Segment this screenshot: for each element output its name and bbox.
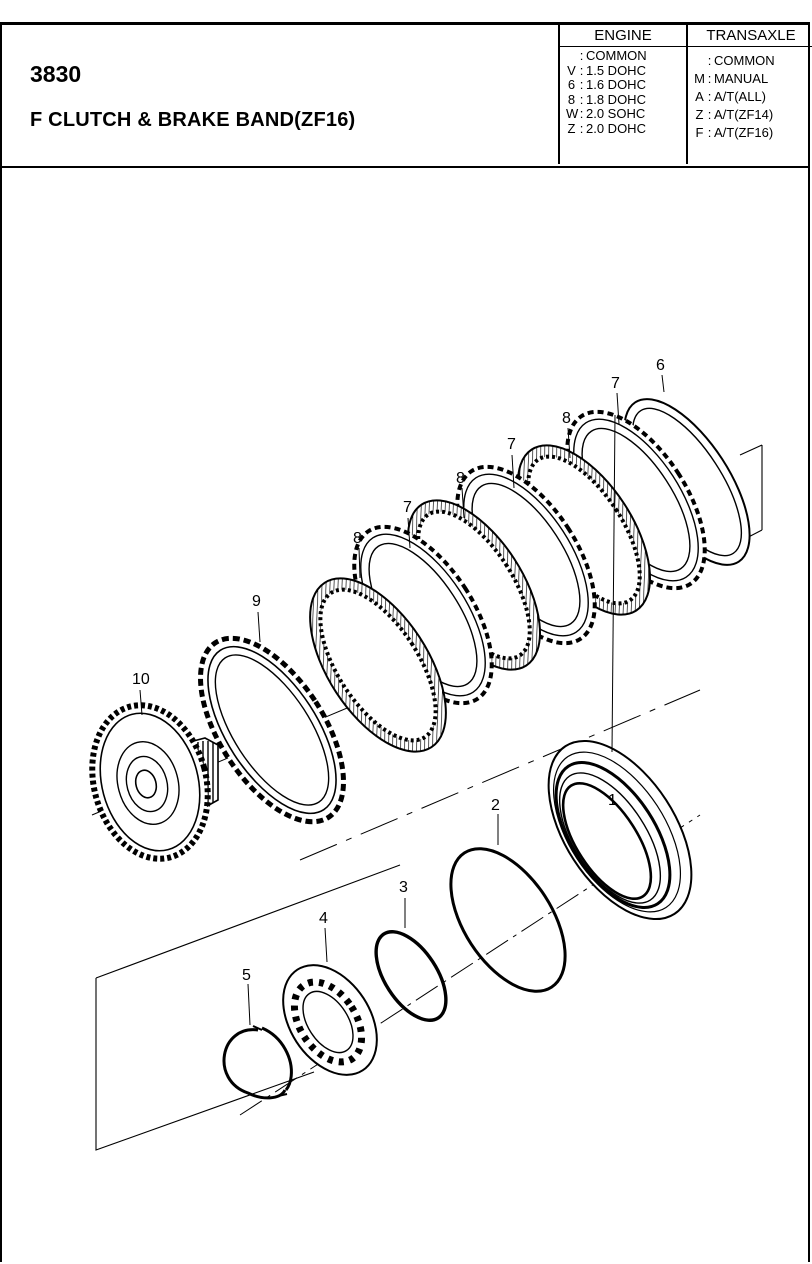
- part-title: F CLUTCH & BRAKE BAND(ZF16): [30, 109, 356, 131]
- engine-row: :COMMON: [579, 48, 647, 63]
- callout-7: 7: [611, 375, 620, 392]
- callout-7: 7: [507, 436, 516, 453]
- callout-8: 8: [456, 470, 465, 487]
- transaxle-row: Z:A/T(ZF14): [695, 107, 774, 122]
- title-block: 3830 F CLUTCH & BRAKE BAND(ZF16) ENGINE …: [2, 25, 812, 168]
- engine-legend: ENGINE :COMMON V:1.5 DOHC 6:1.6 DOHC 8:1…: [560, 25, 686, 164]
- engine-code: V: [567, 62, 576, 78]
- engine-code: 8: [567, 91, 576, 107]
- transaxle-label: A/T(ZF16): [714, 125, 774, 140]
- callout-6: 6: [656, 357, 665, 374]
- part-4-spring-retainer: [282, 964, 378, 1076]
- engine-row: V:1.5 DOHC: [567, 62, 646, 78]
- part-3-seal-ring: [374, 930, 448, 1022]
- transaxle-row: F:A/T(ZF16): [695, 125, 774, 140]
- transaxle-label: A/T(ZF14): [714, 107, 774, 122]
- part-10-gear: [89, 702, 219, 862]
- drawing-frame: 3830 F CLUTCH & BRAKE BAND(ZF16) ENGINE …: [0, 22, 812, 1262]
- transaxle-row: :COMMON: [707, 53, 775, 68]
- engine-row: W:2.0 SOHC: [566, 106, 646, 122]
- engine-code: Z: [567, 120, 576, 136]
- part-5-snap-ring: [222, 1025, 293, 1100]
- code-legend: ENGINE :COMMON V:1.5 DOHC 6:1.6 DOHC 8:1…: [558, 25, 812, 164]
- transaxle-code: A: [695, 89, 704, 104]
- callout-7: 7: [403, 499, 412, 516]
- engine-label: 1.5 DOHC: [586, 62, 646, 78]
- callout-10: 10: [132, 671, 150, 688]
- callout-1: 1: [608, 792, 617, 809]
- engine-row: 6:1.6 DOHC: [567, 77, 646, 93]
- engine-label: 1.8 DOHC: [586, 91, 646, 107]
- leader-lines: [139, 374, 665, 1026]
- transaxle-label: A/T(ALL): [714, 89, 767, 104]
- transaxle-row: A:A/T(ALL): [695, 89, 767, 104]
- part-2-seal-ring: [449, 847, 567, 993]
- engine-code: W: [566, 106, 579, 122]
- callout-8: 8: [353, 530, 362, 547]
- engine-label: 2.0 SOHC: [586, 106, 646, 122]
- transaxle-heading: TRANSAXLE: [688, 25, 812, 47]
- transaxle-code: M: [694, 71, 705, 86]
- assembly-boundary: [95, 444, 763, 1151]
- callout-2: 2: [491, 797, 500, 814]
- part-8-friction-disc: [407, 499, 541, 671]
- callout-9: 9: [252, 593, 261, 610]
- engine-row: Z:2.0 DOHC: [567, 120, 646, 136]
- transaxle-label: COMMON: [714, 53, 775, 68]
- transaxle-legend: TRANSAXLE :COMMON M:MANUAL A:A/T(ALL) Z:…: [686, 25, 812, 164]
- transaxle-code: Z: [695, 107, 704, 122]
- part-1-piston: [547, 739, 693, 921]
- engine-label: COMMON: [586, 48, 647, 63]
- part-number: 3830: [30, 61, 82, 87]
- callout-4: 4: [319, 910, 328, 927]
- callout-8: 8: [562, 410, 571, 427]
- callout-labels: 1 2 3 4 5 6 7 7 7 8 8 8 9 10: [132, 357, 665, 984]
- engine-code: 6: [567, 77, 576, 93]
- transaxle-code: F: [695, 125, 704, 140]
- callout-5: 5: [242, 967, 251, 984]
- engine-row: 8:1.8 DOHC: [567, 91, 646, 107]
- transaxle-label: MANUAL: [714, 71, 769, 86]
- engine-label: 2.0 DOHC: [586, 120, 646, 136]
- part-9-plate: [198, 635, 346, 825]
- transaxle-row: M:MANUAL: [694, 71, 769, 86]
- engine-label: 1.6 DOHC: [586, 77, 646, 93]
- part-8-friction-disc: [309, 577, 447, 753]
- engine-heading: ENGINE: [560, 25, 686, 47]
- callout-3: 3: [399, 879, 408, 896]
